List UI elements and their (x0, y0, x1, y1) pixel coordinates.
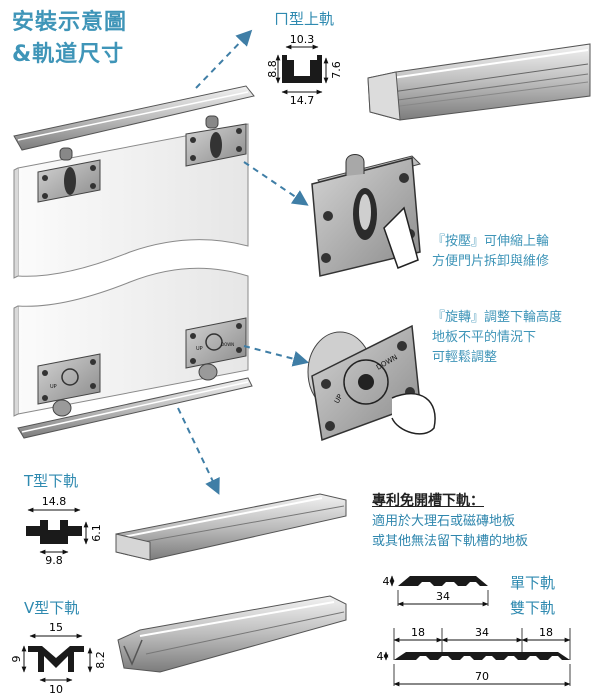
v-rail-dim-left: 9 (10, 656, 23, 663)
t-rail-dim-top: 14.8 (42, 495, 67, 508)
single-rail-dim-width: 34 (436, 590, 450, 603)
double-rail-dim-total: 70 (475, 670, 489, 683)
top-rail-profile: 10.3 8.8 7.6 14.7 (266, 33, 343, 107)
door-top-plate-right (185, 115, 247, 167)
double-rail-label: 雙下軌 (510, 599, 556, 617)
top-rail-3d (367, 43, 591, 121)
arrow-to-bottom-wheel (243, 345, 310, 367)
patent-line2: 或其他無法留下軌槽的地板 (372, 534, 529, 549)
press-note-line2: 方便門片拆卸與維修 (432, 254, 550, 269)
t-rail-dim-bottom: 9.8 (45, 554, 63, 567)
rotate-note-line3: 可輕鬆調整 (432, 350, 498, 365)
door-top-plate-left (37, 147, 101, 203)
top-rail-profile-shape (282, 55, 322, 83)
door-bottom-plate-left: UP (37, 353, 101, 417)
v-rail-3d (117, 595, 347, 673)
press-note-line1: 『按壓』可伸縮上輪 (432, 234, 550, 249)
top-rail-dim-left: 8.8 (266, 60, 279, 78)
rotate-note-line1: 『旋轉』調整下輪高度 (432, 310, 563, 325)
top-rail-dim-right: 7.6 (330, 61, 343, 79)
arrow-to-top-wheel (243, 161, 309, 206)
v-rail-profile: 15 9 8.2 10 (10, 621, 107, 696)
plate-right-down-text: DOWN (221, 342, 234, 347)
double-rail-profile: 18 34 18 4 70 (377, 626, 571, 687)
top-rail-on-door (13, 85, 255, 151)
top-wheel-detail (311, 154, 421, 277)
v-rail-label: V型下軌 (24, 599, 80, 617)
arrow-to-bottom-rail (177, 407, 220, 495)
plate-right-up-text: UP (196, 346, 203, 352)
v-rail-dim-bottom: 10 (49, 683, 63, 696)
arrow-to-top-rail (195, 29, 253, 89)
bottom-rail-on-floor (17, 377, 253, 439)
double-rail-dim-mid: 34 (475, 626, 489, 639)
double-rail-dim-right: 18 (539, 626, 553, 639)
bottom-wheel-detail: UP DOWN (307, 324, 436, 442)
t-rail-label: T型下軌 (24, 472, 79, 490)
single-rail-dim-height: 4 (383, 575, 390, 588)
double-rail-dim-left: 18 (411, 626, 425, 639)
rotate-note-line2: 地板不平的情況下 (432, 330, 537, 345)
top-rail-label: ㄇ型上軌 (274, 10, 335, 28)
v-rail-dim-top: 15 (49, 621, 63, 634)
t-rail-dim-right: 6.1 (90, 524, 103, 542)
single-rail-label: 單下軌 (510, 574, 556, 592)
v-rail-dim-right: 8.2 (94, 651, 107, 669)
t-rail-profile: 14.8 6.1 9.8 (26, 495, 103, 567)
diagram-title-line2: &軌道尺寸 (12, 42, 125, 67)
t-rail-3d (115, 493, 347, 561)
door-bottom-plate-right: UP DOWN (185, 317, 247, 381)
double-rail-dim-height: 4 (377, 650, 384, 663)
single-rail-profile: 4 34 (383, 575, 489, 607)
diagram-title-line1: 安裝示意圖 (12, 10, 128, 35)
patent-line1: 適用於大理石或磁磚地板 (372, 514, 516, 529)
top-rail-dim-top: 10.3 (290, 33, 315, 46)
plate-left-up-text: UP (50, 384, 57, 390)
patent-heading: 專利免開槽下軌： (372, 493, 484, 509)
top-rail-dim-bottom: 14.7 (290, 94, 315, 107)
detail-up-text: UP (333, 393, 345, 405)
